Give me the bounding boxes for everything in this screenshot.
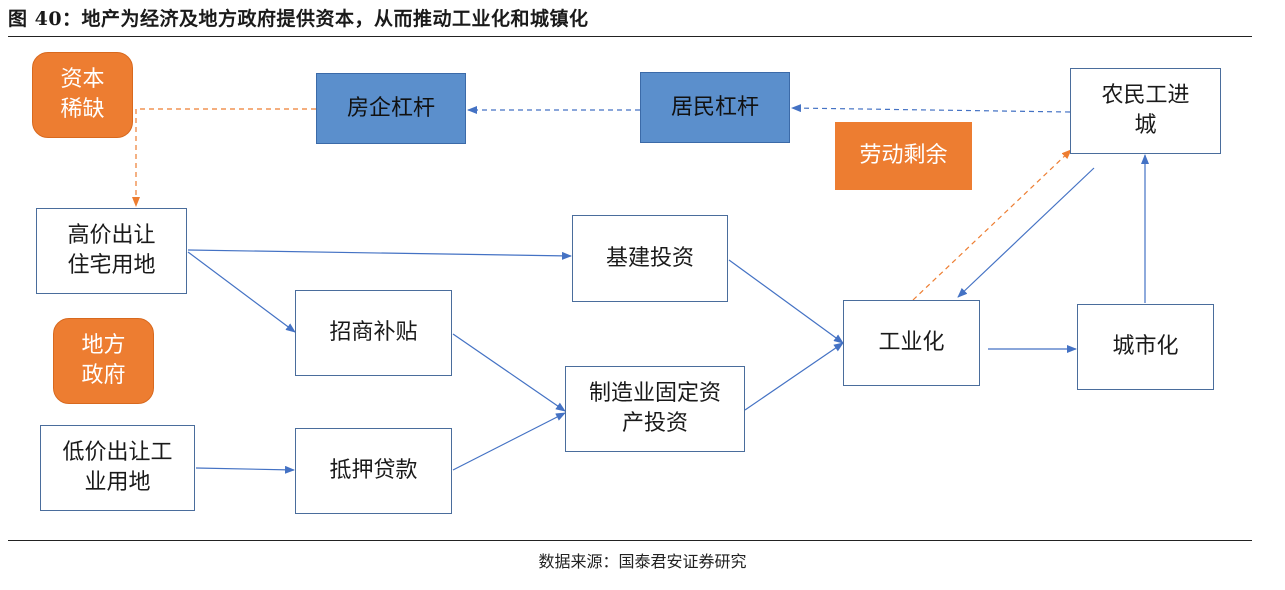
node-label: 房企杠杆 bbox=[346, 95, 435, 121]
arrow-lowland-to-mortgage bbox=[195, 465, 295, 474]
node-label: 农民工进 城 bbox=[1101, 83, 1190, 138]
node-urbanization: 城市化 bbox=[1077, 304, 1214, 390]
node-household-leverage: 居民杠杆 bbox=[640, 72, 790, 143]
node-mortgage-loans: 抵押贷款 bbox=[295, 428, 452, 514]
node-label: 制造业固定资 产投资 bbox=[588, 381, 721, 436]
top-rule bbox=[8, 36, 1252, 37]
node-label: 抵押贷款 bbox=[329, 458, 418, 483]
node-high-price-land: 高价出让 住宅用地 bbox=[36, 208, 187, 294]
node-infrastructure-investment: 基建投资 bbox=[572, 215, 728, 302]
figure-title: 图 40：地产为经济及地方政府提供资本，从而推动工业化和城镇化 bbox=[8, 8, 589, 30]
node-label: 基建投资 bbox=[605, 245, 694, 271]
bottom-rule bbox=[8, 540, 1252, 541]
arrow-land-to-subsidy bbox=[187, 251, 296, 333]
node-capital-scarcity: 资本 稀缺 bbox=[32, 52, 133, 138]
node-label: 资本 稀缺 bbox=[60, 67, 105, 122]
node-developer-leverage: 房企杠杆 bbox=[316, 73, 466, 144]
arrow-migrant-to-household bbox=[791, 104, 1071, 113]
node-label: 劳动剩余 bbox=[859, 143, 948, 168]
node-label: 地方 政府 bbox=[81, 333, 126, 388]
node-label: 居民杠杆 bbox=[670, 94, 759, 120]
arrow-mortgage-to-manufacturing bbox=[452, 412, 566, 471]
node-label: 工业化 bbox=[878, 330, 945, 355]
node-label: 高价出让 住宅用地 bbox=[67, 223, 156, 278]
node-industrialization: 工业化 bbox=[843, 300, 980, 386]
arrow-industrialization-to-migrant bbox=[912, 149, 1072, 301]
node-manufacturing-investment: 制造业固定资 产投资 bbox=[565, 366, 745, 452]
arrow-subsidy-to-manufacturing bbox=[452, 333, 566, 412]
node-label: 城市化 bbox=[1112, 334, 1179, 359]
node-label: 低价出让工 业用地 bbox=[62, 440, 173, 495]
node-low-price-land: 低价出让工 业用地 bbox=[40, 425, 195, 511]
node-labor-surplus: 劳动剩余 bbox=[835, 122, 972, 190]
node-investment-subsidy: 招商补贴 bbox=[295, 290, 452, 376]
arrow-manufacturing-to-industrialization bbox=[744, 342, 844, 411]
arrow-migrant-to-industrialization bbox=[957, 167, 1095, 298]
node-label: 招商补贴 bbox=[329, 320, 418, 345]
node-local-government: 地方 政府 bbox=[53, 318, 154, 404]
arrow-land-to-infrastructure bbox=[187, 249, 572, 260]
arrow-infrastructure-to-industrialization bbox=[728, 259, 844, 344]
source-note: 数据来源：国泰君安证券研究 bbox=[538, 552, 747, 571]
node-migrant-workers: 农民工进 城 bbox=[1070, 68, 1221, 154]
